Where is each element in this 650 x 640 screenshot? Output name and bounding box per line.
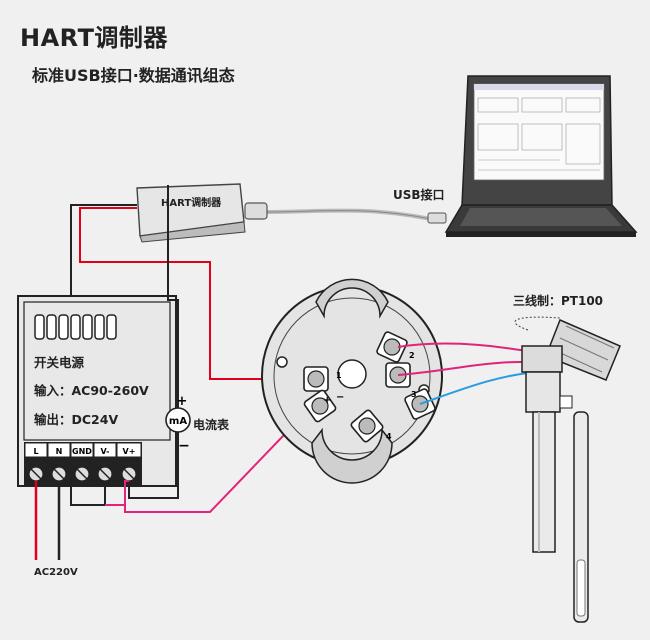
- wire-black-vplus: [128, 432, 179, 499]
- terminal-v-minus: V-: [101, 447, 110, 456]
- terminal-v-plus: V+: [123, 447, 136, 456]
- wire-red-modem: [79, 207, 302, 380]
- ammeter-plus: +: [177, 394, 188, 409]
- ammeter-label: 电流表: [193, 418, 230, 432]
- page-subtitle: 标准USB接口·数据通讯组态: [32, 66, 235, 85]
- terminal-l: L: [33, 447, 38, 456]
- terminal-gnd: GND: [72, 447, 92, 456]
- temperature-transmitter: 1 2 3 4 + −: [261, 278, 443, 484]
- terminal-minus-label: −: [336, 392, 344, 403]
- usb-cable: [244, 202, 447, 224]
- psu-input: 输入：AC90-260V: [34, 383, 149, 398]
- ammeter-minus: −: [178, 438, 190, 454]
- terminal-1-label: 1: [336, 371, 342, 380]
- laptop: [444, 75, 638, 237]
- terminal-3-label: 3: [411, 390, 417, 399]
- wire-pink-sensor-2: [397, 361, 560, 376]
- ammeter-symbol: mA: [169, 416, 187, 427]
- usb-label: USB接口: [393, 188, 445, 202]
- page-title: HART调制器: [20, 24, 168, 52]
- power-supply: L N GND V- V+: [17, 295, 177, 487]
- wire-pink-sensor-1: [397, 342, 561, 353]
- usb-plug: [244, 202, 268, 220]
- laptop-screen: [473, 83, 605, 181]
- ammeter: mA + −: [165, 394, 191, 454]
- wire-black-ammeter-up: [167, 185, 179, 408]
- ac-label: AC220V: [34, 567, 78, 578]
- rtd-label: 三线制：PT100: [513, 294, 604, 308]
- terminal-4-label: 4: [386, 432, 392, 441]
- terminal-n: N: [56, 447, 63, 456]
- modem-label: HART调制器: [161, 198, 222, 209]
- terminal-2-label: 2: [409, 351, 415, 360]
- rtd-sensor: [514, 316, 621, 623]
- terminal-plus-label: +: [323, 395, 331, 406]
- psu-output: 输出：DC24V: [34, 412, 119, 427]
- psu-name: 开关电源: [34, 355, 85, 370]
- hart-modem: [136, 183, 246, 243]
